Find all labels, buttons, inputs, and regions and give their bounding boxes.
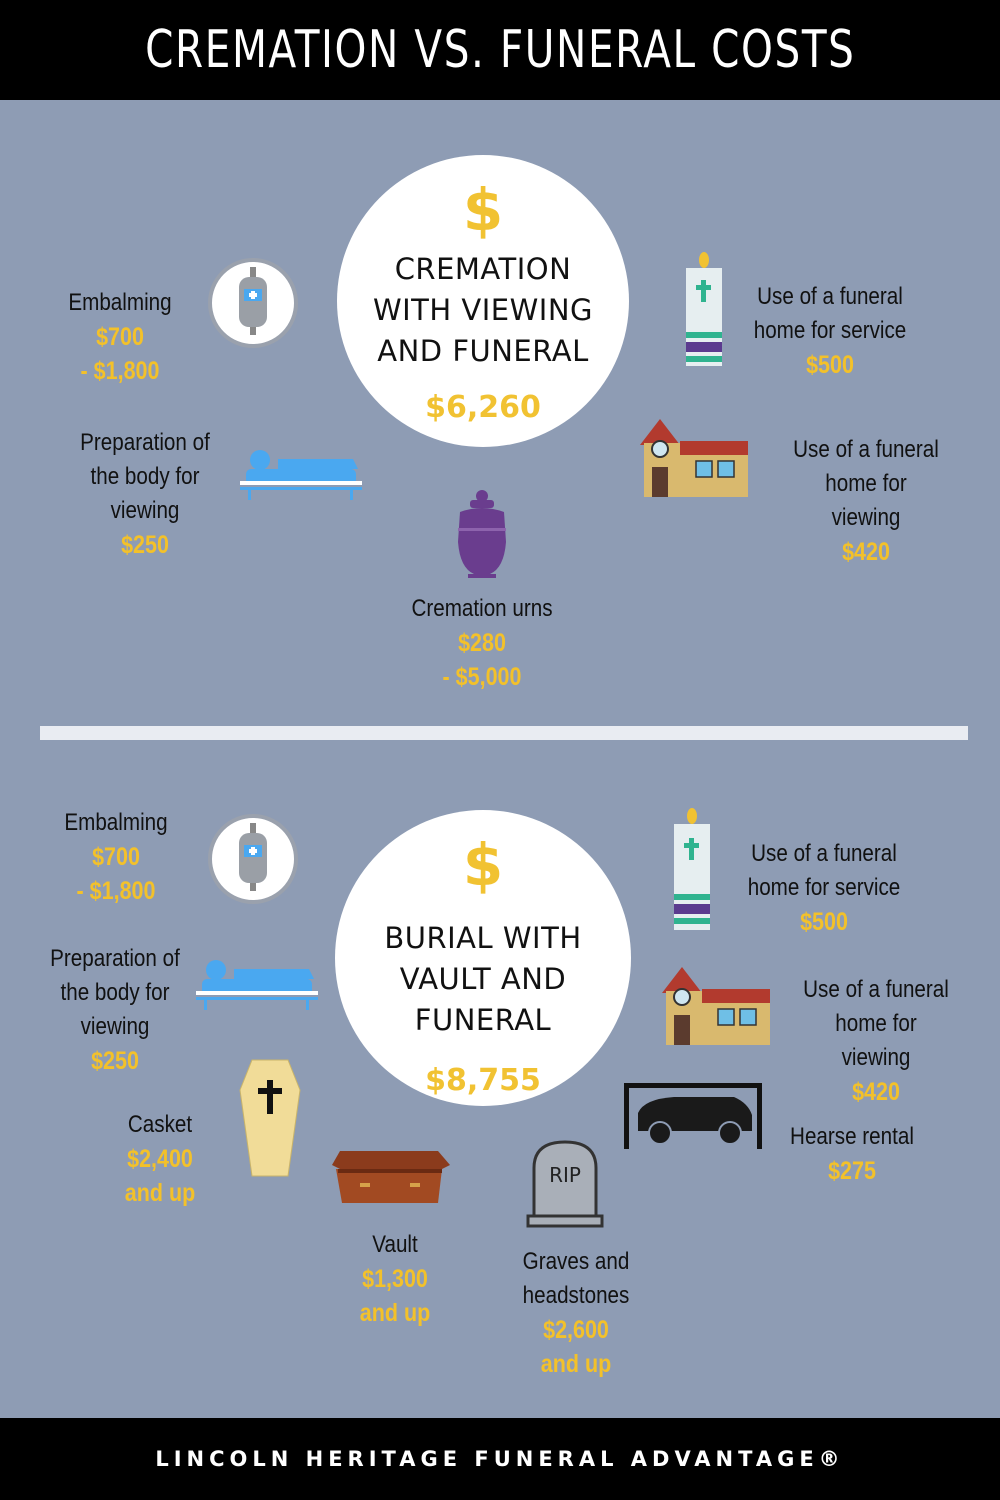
funeral-home-icon — [662, 967, 770, 1045]
burial-vault: Vault $1,300 and up — [359, 1231, 431, 1327]
burial-viewing: Use of a funeral home for viewing $420 — [803, 976, 949, 1106]
burial-summary-circle: $ BURIAL WITH VAULT AND FUNERAL $8,755 — [335, 810, 631, 1106]
burial-hearse: Hearse rental $275 — [790, 1123, 914, 1185]
page-title: CREMATION VS. FUNERAL COSTS — [0, 0, 1000, 100]
cremation-preparation: Preparation of the body for viewing $250 — [80, 429, 210, 559]
funeral-home-icon — [640, 419, 748, 497]
burial-graves: Graves and headstones $2,600 and up — [522, 1248, 630, 1378]
headstone-text: RIP — [549, 1163, 581, 1187]
urn-icon — [458, 490, 506, 578]
dollar-icon: $ — [462, 176, 504, 244]
burial-casket: Casket $2,400 and up — [124, 1111, 196, 1207]
vault-icon — [332, 1151, 450, 1203]
footer-brand: LINCOLN HERITAGE FUNERAL ADVANTAGE® — [0, 1418, 1000, 1500]
candle-icon — [686, 252, 722, 366]
candle-icon — [674, 808, 710, 930]
burial-service: Use of a funeral home for service $500 — [747, 840, 901, 936]
cremation-urns: Cremation urns $280 - $5,000 — [411, 595, 553, 691]
bed-icon — [240, 450, 362, 500]
headstone-icon: RIP — [526, 1140, 604, 1228]
cremation-service: Use of a funeral home for service $500 — [753, 283, 907, 379]
burial-preparation: Preparation of the body for viewing $250 — [50, 945, 180, 1075]
section-divider — [40, 726, 968, 740]
iv-bag-icon — [208, 814, 298, 904]
cremation-title: CREMATION WITH VIEWING AND FUNERAL — [372, 252, 594, 368]
bed-icon — [196, 960, 318, 1010]
burial-embalming: Embalming $700 - $1,800 — [64, 809, 168, 905]
coffin-icon — [239, 1059, 301, 1177]
burial-total: $8,755 — [425, 1063, 541, 1098]
iv-bag-icon — [208, 258, 298, 348]
dollar-icon: $ — [462, 831, 504, 899]
burial-title: BURIAL WITH VAULT AND FUNERAL — [384, 921, 582, 1037]
cremation-summary-circle: $ CREMATION WITH VIEWING AND FUNERAL $6,… — [337, 155, 629, 447]
cremation-total: $6,260 — [425, 390, 541, 425]
cremation-embalming: Embalming $700 - $1,800 — [68, 289, 172, 385]
cremation-viewing: Use of a funeral home for viewing $420 — [793, 436, 939, 566]
hearse-icon — [624, 1083, 762, 1149]
